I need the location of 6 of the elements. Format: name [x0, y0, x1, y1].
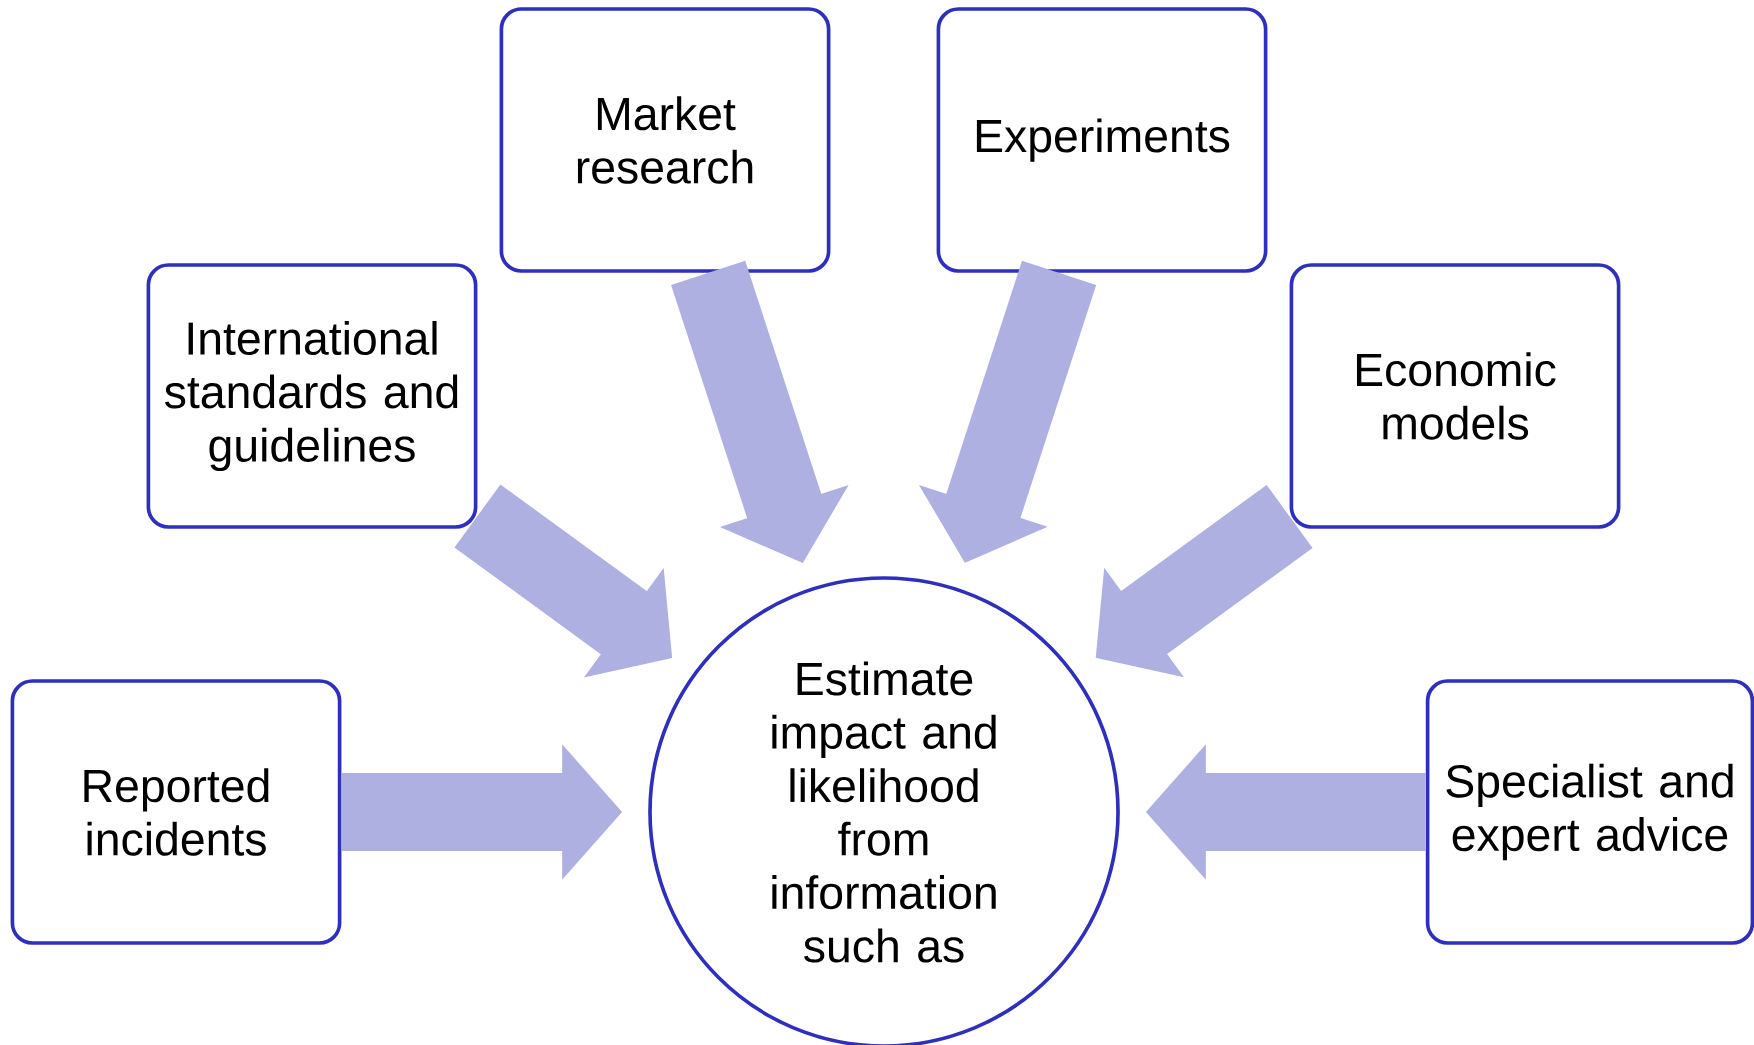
- source-box: Experiments: [936, 7, 1268, 273]
- source-box: Market research: [499, 7, 831, 273]
- source-box: Economic models: [1289, 263, 1621, 529]
- source-box: Specialist and expert advice: [1425, 679, 1754, 945]
- source-box: International standards and guidelines: [146, 263, 478, 529]
- source-box: Reported incidents: [10, 679, 342, 945]
